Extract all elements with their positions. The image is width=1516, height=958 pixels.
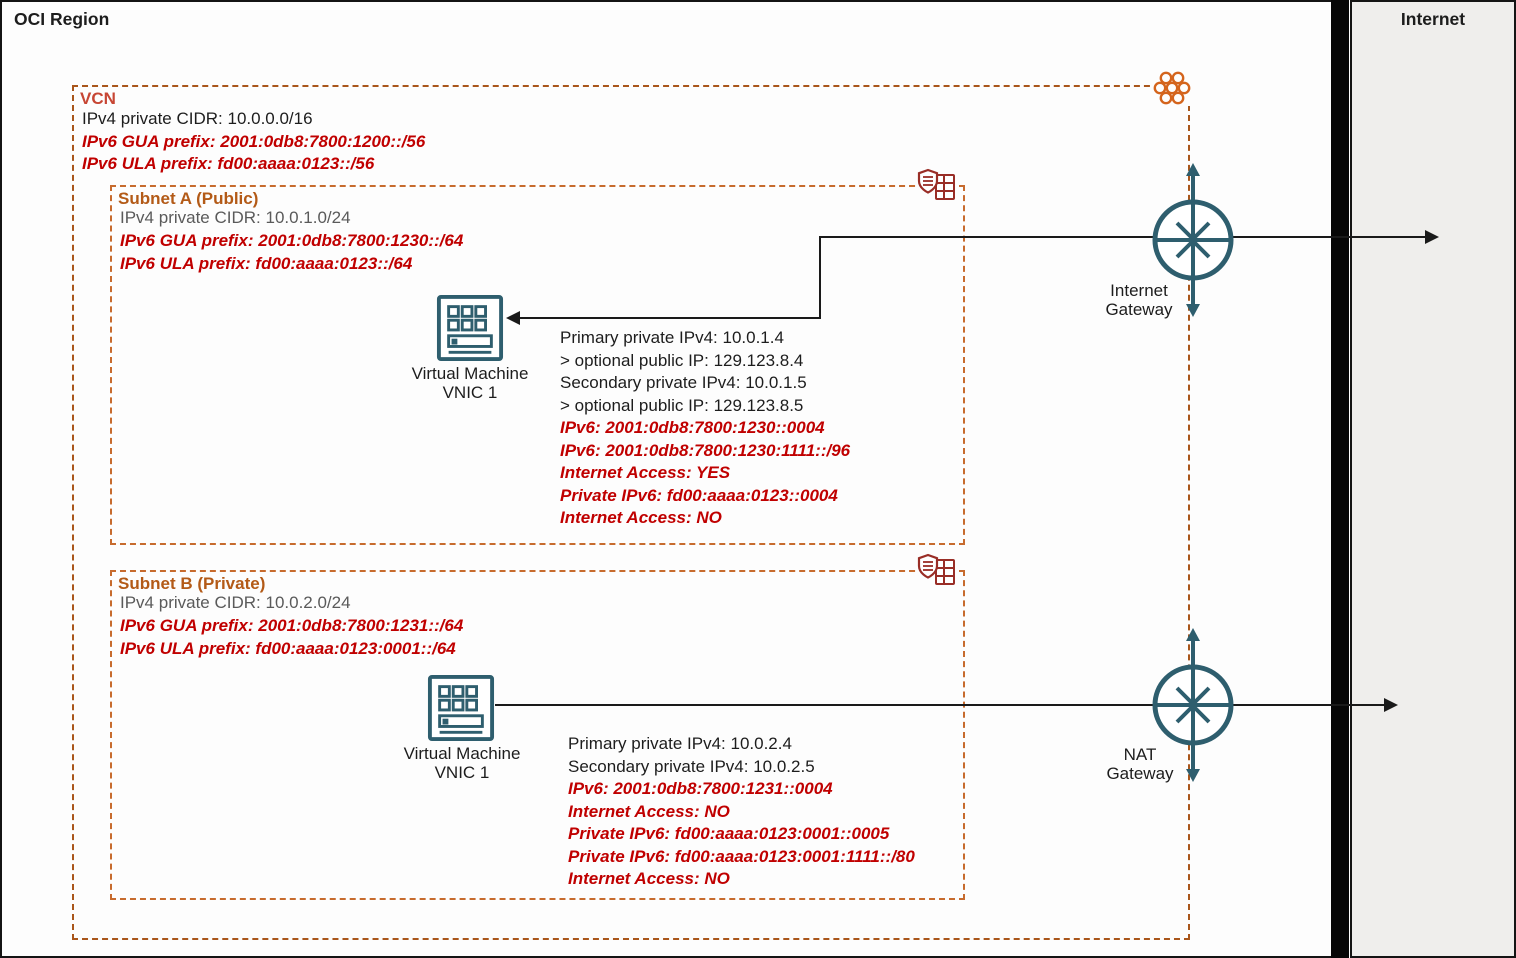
subnet-a-cidr-lines: IPv4 private CIDR: 10.0.1.0/24 IPv6 GUA … [120,206,463,275]
internet-gateway-label-line2: Gateway [1105,299,1173,319]
vcn-ipv4-cidr: IPv4 private CIDR: 10.0.0.0/16 [82,109,313,128]
subnet-b-vm-title: Virtual Machine [403,744,521,763]
detail-line: Internet Access: YES [560,463,731,482]
vcn-ipv6-gua-prefix: IPv6 GUA prefix: 2001:0db8:7800:1200::/5… [82,131,426,151]
subnet-b-vm-label: Virtual Machine VNIC 1 [377,744,547,782]
subnet-a-vm-icon [436,294,504,362]
detail-line: Private IPv6: fd00:aaaa:0123:0001::0005 [568,824,890,843]
subnet-b-label: Subnet B (Private) [118,574,266,593]
subnet-a-box [110,185,965,545]
oci-region-label: OCI Region [14,9,110,29]
vcn-box [72,85,1190,940]
internet-gateway-label: Internet Gateway [1089,281,1189,319]
detail-line: Internet Access: NO [568,869,730,888]
detail-line: Secondary private IPv4: 10.0.2.5 [568,756,815,776]
subnet-a-label: Subnet A (Public) [118,189,259,208]
subnet-b-cidr-lines: IPv4 private CIDR: 10.0.2.0/24 IPv6 GUA … [120,591,463,660]
vcn-label: VCN [80,89,116,108]
detail-line: Internet Access: NO [560,508,722,527]
subnet-b-ipv6-gua-prefix: IPv6 GUA prefix: 2001:0db8:7800:1231::/6… [120,616,464,635]
detail-line: > optional public IP: 129.123.8.4 [560,350,804,370]
detail-line: Private IPv6: fd00:aaaa:0123:0001:1111::… [568,846,915,866]
subnet-a-vm-label: Virtual Machine VNIC 1 [385,364,555,402]
detail-line: Private IPv6: fd00:aaaa:0123::0004 [560,485,838,505]
detail-line: IPv6: 2001:0db8:7800:1231::0004 [568,779,833,798]
subnet-a-vm-details: Primary private IPv4: 10.0.1.4 > optiona… [560,327,850,530]
subnet-b-ipv6-ula-prefix: IPv6 ULA prefix: fd00:aaaa:0123:0001::/6… [120,639,456,658]
detail-line: Internet Access: NO [568,801,730,821]
detail-line: Secondary private IPv4: 10.0.1.5 [560,373,807,392]
subnet-b-security-list-icon [917,553,957,588]
subnet-a-ipv4-cidr: IPv4 private CIDR: 10.0.1.0/24 [120,208,351,227]
vcn-cidr-lines: IPv4 private CIDR: 10.0.0.0/16 IPv6 GUA … [82,108,425,176]
vcn-ipv6-ula-prefix: IPv6 ULA prefix: fd00:aaaa:0123::/56 [82,154,375,173]
detail-line: IPv6: 2001:0db8:7800:1230:1111::/96 [560,440,851,460]
subnet-a-ipv6-gua-prefix: IPv6 GUA prefix: 2001:0db8:7800:1230::/6… [120,231,464,250]
nat-gateway-label-line1: NAT [1123,745,1157,764]
subnet-a-ipv6-ula-prefix: IPv6 ULA prefix: fd00:aaaa:0123::/64 [120,254,413,273]
subnet-b-box [110,570,965,900]
vcn-icon [1152,70,1192,106]
subnet-b-vm-subtitle: VNIC 1 [434,763,490,782]
detail-line: IPv6: 2001:0db8:7800:1230::0004 [560,418,825,437]
subnet-a-security-list-icon [917,168,957,203]
internet-gateway-label-line1: Internet [1110,281,1168,300]
detail-line: > optional public IP: 129.123.8.5 [560,395,804,415]
internet-box [1350,0,1516,958]
subnet-b-vm-details: Primary private IPv4: 10.0.2.4 Secondary… [568,733,915,891]
nat-gateway-label-line2: Gateway [1106,763,1174,783]
detail-line: Primary private IPv4: 10.0.2.4 [568,734,792,753]
nat-gateway-label: NAT Gateway [1090,745,1190,783]
subnet-b-vm-icon [427,674,495,742]
detail-line: Primary private IPv4: 10.0.1.4 [560,328,784,347]
subnet-a-vm-subtitle: VNIC 1 [442,383,498,402]
subnet-b-ipv4-cidr: IPv4 private CIDR: 10.0.2.0/24 [120,593,351,612]
oci-region-box [0,0,1333,958]
subnet-a-vm-title: Virtual Machine [411,364,529,383]
region-internet-divider [1331,0,1349,958]
internet-label: Internet [1400,9,1466,29]
